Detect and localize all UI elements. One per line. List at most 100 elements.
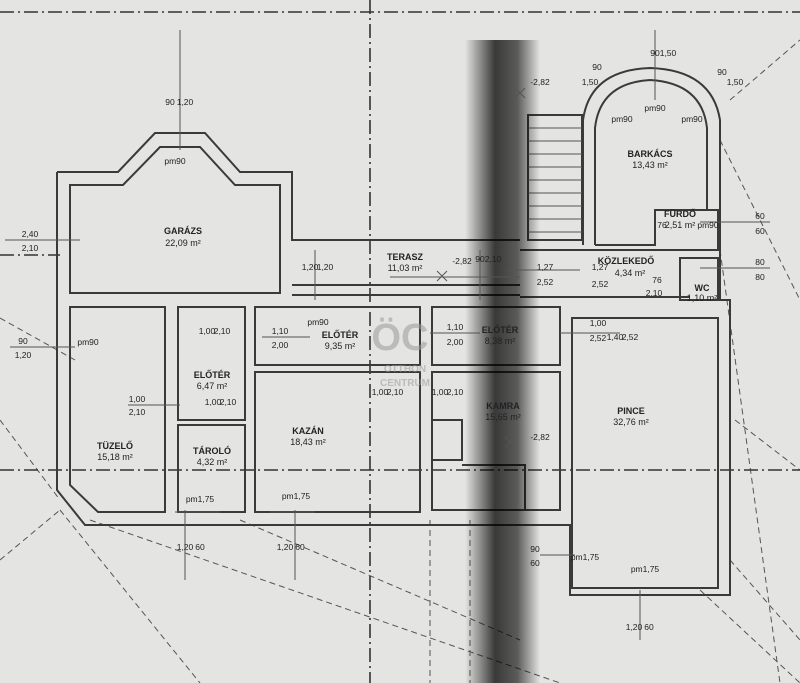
plan-label: 1,27 — [592, 262, 609, 272]
plan-label: 1,20 — [302, 262, 319, 272]
room-barkacs: BARKÁCS — [628, 149, 673, 159]
plan-label: pm90 — [644, 103, 666, 113]
plan-label: 2,10 — [646, 288, 663, 298]
plan-label: 15,65 m² — [485, 412, 521, 422]
room-furdo: FÜRDŐ — [664, 208, 696, 219]
opening-labels: pm90 pm90 pm90 pm90 pm90 pm90 pm90 pm1,7… — [77, 103, 719, 574]
room-terasz: TERASZ — [387, 252, 424, 262]
watermark: ÖC OTTHON CENTRUM — [372, 316, 431, 389]
plan-label: -2,82 — [452, 256, 472, 266]
room-tuzelo: TÜZELŐ — [97, 440, 133, 451]
dimension-labels: 2,40 2,10 90 1,20 90 1,20 1,20 1,20 1,27… — [5, 30, 770, 640]
plan-label: 2,10 — [214, 326, 231, 336]
plan-label: 15,18 m² — [97, 452, 133, 462]
plan-label: -2,82 — [530, 432, 550, 442]
plan-label: 90 — [650, 48, 660, 58]
plan-label: 2,40 — [22, 229, 39, 239]
plan-label: 2,10 — [485, 254, 502, 264]
room-kozlekedo: KÖZLEKEDŐ — [598, 255, 655, 266]
level-markers: -2,82 -2,82 -2,82 — [436, 77, 550, 448]
plan-label: 90 — [165, 97, 175, 107]
room-kamra: KAMRA — [486, 401, 520, 411]
plan-label: OTTHON — [384, 364, 426, 375]
plan-label: 2,10 — [447, 387, 464, 397]
plan-label: CENTRUM — [380, 378, 430, 389]
plan-label: pm90 — [697, 220, 719, 230]
plan-label: pm90 — [77, 337, 99, 347]
plan-label: 11,03 m² — [388, 263, 423, 273]
plan-label: 90 — [18, 336, 28, 346]
plan-label: 1,20 — [177, 542, 194, 552]
room-labels: GARÁZS 22,09 m² TERASZ 11,03 m² BARKÁCS … — [97, 149, 717, 467]
plan-label: 60 — [644, 622, 654, 632]
plan-label: 13,43 m² — [632, 160, 668, 170]
plan-label: 80 — [755, 257, 765, 267]
plan-label: pm1,75 — [571, 552, 600, 562]
plan-label: 2,10 — [22, 243, 39, 253]
plan-label: 4,32 m² — [197, 457, 228, 467]
room-garazs: GARÁZS — [164, 226, 202, 236]
plan-label: 9,35 m² — [325, 341, 356, 351]
plan-label: 22,09 m² — [165, 238, 201, 248]
room-tarolo: TÁROLÓ — [193, 445, 231, 456]
plan-label: 2,52 — [592, 279, 609, 289]
plan-label: pm1,75 — [631, 564, 660, 574]
plan-label: 1,50 — [727, 77, 744, 87]
plan-label: 60 — [530, 558, 540, 568]
site-lines — [0, 39, 800, 683]
plan-label: pm1,75 — [186, 494, 215, 504]
room-eloter-3: ELŐTÉR — [194, 369, 231, 380]
plan-label: 1,00 — [129, 394, 146, 404]
plan-label: 2,10 — [220, 397, 237, 407]
plan-label: 90 — [717, 67, 727, 77]
plan-label: 90 — [530, 544, 540, 554]
plan-label: 60 — [755, 211, 765, 221]
room-pince: PINCE — [617, 406, 645, 416]
room-wc: WC — [695, 283, 710, 293]
plan-label: 76 — [657, 220, 667, 230]
plan-label: 18,43 m² — [290, 437, 326, 447]
photo-shadow — [465, 40, 540, 683]
plan-label: 2,00 — [447, 337, 464, 347]
plan-label: pm90 — [611, 114, 633, 124]
plan-label: 1,20 — [277, 542, 294, 552]
plan-label: 1,20 — [15, 350, 32, 360]
plan-label: 1,27 — [537, 262, 554, 272]
plan-label: 1,20 — [177, 97, 194, 107]
plan-label: 90 — [475, 254, 485, 264]
plan-label: 1,40 — [607, 332, 624, 342]
plan-label: 90 — [592, 62, 602, 72]
plan-label: 1,20 — [317, 262, 334, 272]
plan-label: 1,00 — [205, 397, 222, 407]
plan-label: 1,50 — [582, 77, 599, 87]
plan-label: 1,10 m² — [687, 293, 718, 303]
plan-label: 2,52 — [590, 333, 607, 343]
room-kazan: KAZÁN — [292, 426, 324, 436]
plan-label: 2,52 — [622, 332, 639, 342]
plan-label: 1,20 — [626, 622, 643, 632]
room-eloter-1: ELŐTÉR — [322, 329, 359, 340]
plan-label: pm90 — [681, 114, 703, 124]
plan-label: 80 — [755, 272, 765, 282]
plan-label: 2,51 m² — [665, 220, 696, 230]
plan-label: 6,47 m² — [197, 381, 228, 391]
plan-label: 1,00 — [590, 318, 607, 328]
plan-label: 1,10 — [447, 322, 464, 332]
plan-label: 60 — [755, 226, 765, 236]
plan-label: pm1,75 — [282, 491, 311, 501]
plan-label: 1,10 — [272, 326, 289, 336]
plan-label: 2,10 — [387, 387, 404, 397]
plan-label: -2,82 — [530, 77, 550, 87]
plan-label: 1,50 — [660, 48, 677, 58]
plan-label: 1,00 — [199, 326, 216, 336]
plan-label: 60 — [295, 542, 305, 552]
plan-label: 2,00 — [272, 340, 289, 350]
plan-label: 32,76 m² — [613, 417, 649, 427]
plan-label: ÖC — [372, 316, 429, 359]
plan-label: 2,10 — [129, 407, 146, 417]
room-eloter-2: ELŐTÉR — [482, 324, 519, 335]
plan-label: 8,38 m² — [485, 336, 516, 346]
plan-label: 2,52 — [537, 277, 554, 287]
